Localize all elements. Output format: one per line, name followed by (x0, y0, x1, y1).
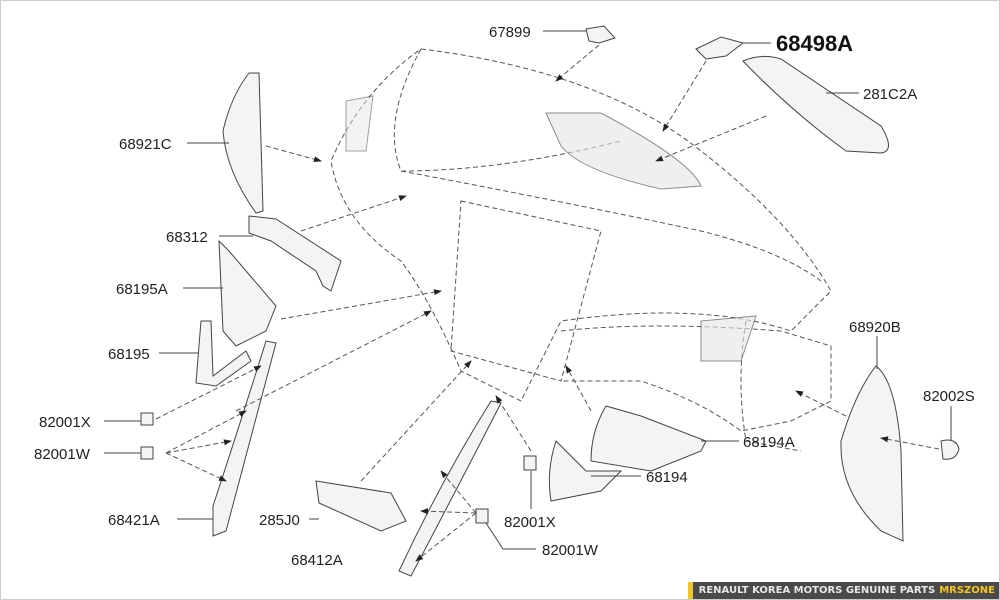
footer-banner: RENAULT KOREA MOTORS GENUINE PARTS MRSZO… (687, 582, 999, 599)
label-82001W-mid: 82001W (542, 542, 599, 559)
footer-text: RENAULT KOREA MOTORS GENUINE PARTS (698, 585, 936, 596)
label-82001X-left: 82001X (39, 414, 91, 431)
label-68194A: 68194A (743, 434, 795, 451)
label-68498A: 68498A (776, 31, 853, 56)
label-67899: 67899 (489, 24, 531, 41)
label-82001X-mid: 82001X (504, 514, 556, 531)
leader-lines (104, 30, 952, 550)
part-82001X-left-clip[interactable] (140, 412, 154, 426)
part-82001W-mid-clip[interactable] (475, 508, 489, 524)
part-68920B-end-cover[interactable] (840, 365, 904, 542)
part-67899-cap[interactable] (585, 25, 616, 44)
label-68194: 68194 (646, 469, 688, 486)
part-68498A-cover[interactable] (695, 36, 745, 60)
footer-accent-bar (687, 582, 693, 599)
part-68194A-cover[interactable] (590, 405, 707, 472)
part-68195-bezel[interactable] (195, 320, 252, 387)
label-68421A: 68421A (108, 512, 160, 529)
part-82001X-mid-clip[interactable] (523, 455, 537, 471)
part-68312-duct[interactable] (248, 215, 342, 292)
label-68921C: 68921C (119, 136, 172, 153)
part-281C2A-speaker-grille[interactable] (742, 55, 889, 154)
label-68312: 68312 (166, 229, 208, 246)
label-68920B: 68920B (849, 319, 901, 336)
label-82002S: 82002S (923, 388, 975, 405)
part-285J0-vent[interactable] (315, 480, 407, 532)
part-82002S-clip[interactable] (940, 439, 960, 460)
dashboard-outline (330, 48, 832, 452)
part-68412A-trim[interactable] (398, 400, 502, 577)
part-68194-panel[interactable] (548, 440, 623, 502)
footer-brand: MRSZONE (939, 585, 995, 596)
label-82001W-left: 82001W (34, 446, 91, 463)
label-68195: 68195 (108, 346, 150, 363)
part-68195A-bracket[interactable] (218, 239, 277, 347)
label-68412A: 68412A (291, 552, 343, 569)
label-285J0: 285J0 (259, 512, 300, 529)
part-82001W-left-clip[interactable] (140, 446, 154, 460)
label-68195A: 68195A (116, 281, 168, 298)
part-68421A-trim[interactable] (212, 340, 277, 537)
label-281C2A: 281C2A (863, 86, 917, 103)
assembly-arrows (155, 44, 940, 562)
part-68921C-side-panel[interactable] (222, 72, 264, 214)
